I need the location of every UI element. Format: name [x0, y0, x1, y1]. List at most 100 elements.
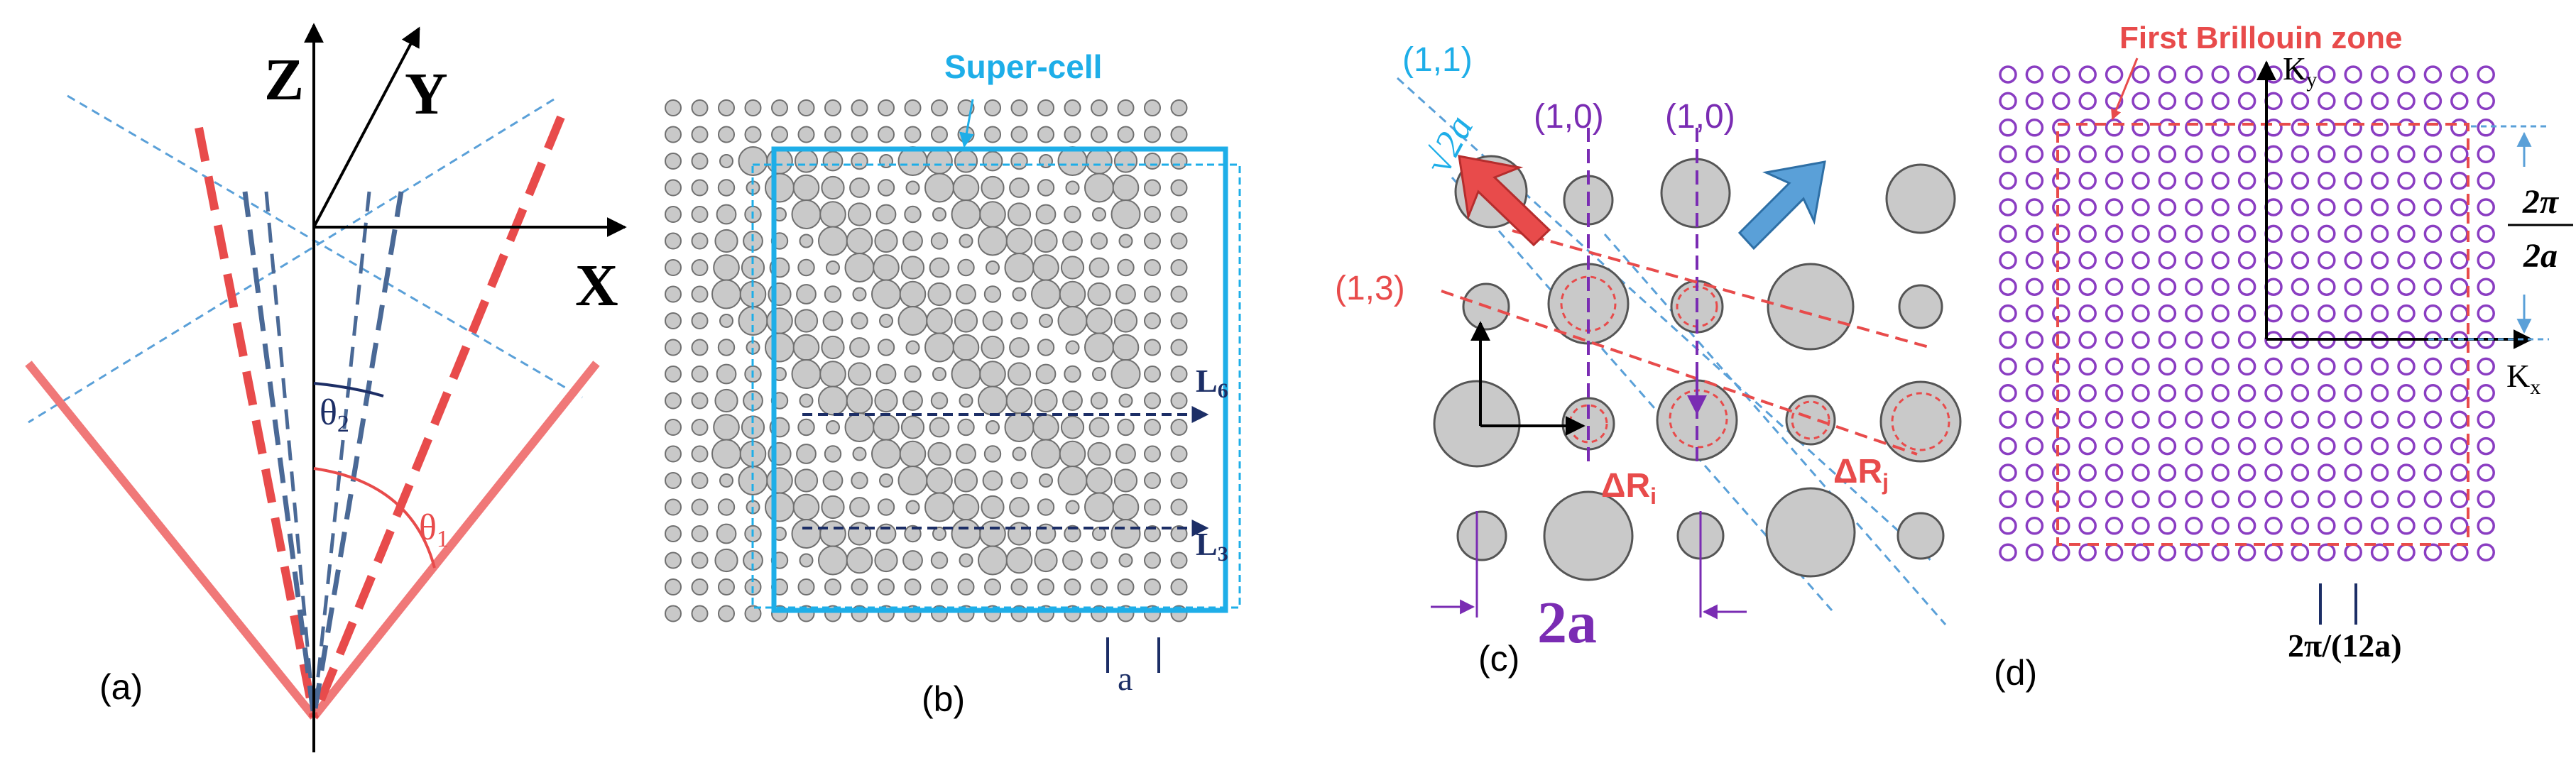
lattice-hole [983, 445, 1002, 463]
lattice-hole [873, 254, 900, 281]
reciprocal-point [2370, 543, 2389, 561]
lattice-hole [819, 361, 846, 388]
reciprocal-point [2078, 92, 2097, 111]
red-direction-arrow [1458, 155, 1551, 247]
reciprocal-point [2423, 490, 2443, 509]
reciprocal-point [1999, 65, 2017, 84]
reciprocal-point [1999, 278, 2017, 296]
lattice-hole [1110, 359, 1141, 389]
panel-d: First Brillouin zone Ky Kx 2π 2a 2π/(12a… [1994, 21, 2573, 693]
lattice-hole [665, 99, 682, 116]
lattice-hole [1090, 232, 1108, 250]
lattice-hole [1117, 578, 1135, 595]
lattice-hole [1010, 312, 1028, 330]
lattice-hole [1035, 204, 1057, 225]
lattice-hole [1064, 126, 1081, 143]
lattice-hole [1064, 205, 1081, 224]
lattice-hole [716, 204, 737, 225]
reciprocal-point [2052, 251, 2070, 270]
lattice-hole [1170, 126, 1188, 143]
lattice-hole [717, 498, 736, 516]
reciprocal-point [2158, 463, 2177, 482]
theta1-label: θ1 [419, 507, 449, 552]
lattice-hole [691, 366, 709, 383]
hole-pattern [1433, 155, 1962, 581]
reciprocal-point [2397, 357, 2416, 376]
lattice-hole [924, 492, 954, 522]
reciprocal-point [2211, 463, 2230, 482]
lattice-hole [1117, 126, 1135, 143]
reciprocal-point [2291, 198, 2310, 216]
reciprocal-point [2078, 543, 2097, 561]
reciprocal-point [2264, 171, 2283, 190]
lattice-hole [924, 332, 954, 363]
reciprocal-point [2132, 517, 2150, 535]
lattice-hole [819, 201, 846, 228]
reciprocal-point [2318, 278, 2336, 296]
direction-11-line [1603, 234, 1947, 625]
reciprocal-point [2185, 251, 2203, 270]
hole-shift-marker [1568, 404, 1608, 444]
reciprocal-point [2477, 490, 2495, 509]
lattice-hole [691, 525, 709, 542]
lattice-hole [932, 527, 946, 541]
reciprocal-point [2105, 357, 2124, 376]
reciprocal-point [1999, 331, 2017, 349]
reciprocal-point [2025, 171, 2044, 190]
reciprocal-point [2477, 463, 2495, 482]
reciprocal-point [2450, 304, 2469, 323]
lattice-hole [691, 153, 709, 170]
lattice-hole [1031, 279, 1061, 309]
lattice-hole [952, 493, 980, 521]
reciprocal-point [2105, 543, 2124, 561]
lattice-hole [821, 495, 845, 520]
hole-medium [1785, 395, 1836, 446]
reciprocal-point [2344, 517, 2362, 535]
reciprocal-point [2397, 410, 2416, 429]
lattice-hole [844, 412, 875, 442]
lattice-hole [797, 578, 815, 595]
reciprocal-point [2237, 145, 2256, 163]
lattice-hole [1037, 126, 1054, 143]
lattice-hole [691, 312, 709, 329]
reciprocal-point [2211, 92, 2230, 111]
lattice-hole [927, 282, 951, 307]
lattice-hole [665, 366, 682, 383]
lattice-hole [871, 279, 901, 309]
lattice-hole [717, 179, 736, 197]
cone-guide-line [67, 94, 583, 399]
lattice-hole [1144, 179, 1161, 197]
reciprocal-point [2185, 65, 2203, 84]
lattice-hole [799, 553, 814, 568]
lattice-hole [1115, 284, 1136, 304]
reciprocal-point [2291, 517, 2310, 535]
lattice-hole [1170, 285, 1188, 303]
lattice-hole [1144, 366, 1161, 383]
lattice-hole [904, 365, 922, 383]
reciprocal-point [2264, 92, 2283, 111]
lattice-hole [1113, 309, 1138, 333]
lattice-hole [957, 578, 975, 595]
reciprocal-point [2158, 490, 2177, 509]
reciprocal-point [2237, 251, 2256, 270]
reciprocal-point [2477, 171, 2495, 190]
reciprocal-point [1999, 198, 2017, 216]
reciprocal-point [2078, 490, 2097, 509]
reciprocal-point [2158, 410, 2177, 429]
lattice-hole [951, 199, 981, 229]
supercell-boundary-dashed [751, 163, 1241, 609]
reciprocal-point [2078, 251, 2097, 270]
reciprocal-point [2477, 224, 2495, 243]
lattice-hole [875, 363, 897, 385]
reciprocal-point [2158, 543, 2177, 561]
reciprocal-point [2291, 490, 2310, 509]
reciprocal-point [2423, 171, 2443, 190]
lattice-hole [1087, 441, 1111, 466]
reciprocal-point [2397, 65, 2416, 84]
lattice-hole [984, 578, 1001, 595]
lattice-hole [1032, 254, 1059, 281]
reciprocal-point [2105, 145, 2124, 163]
lattice-hole [954, 468, 978, 493]
lattice-hole [1035, 363, 1057, 385]
reciprocal-point [1999, 92, 2017, 111]
